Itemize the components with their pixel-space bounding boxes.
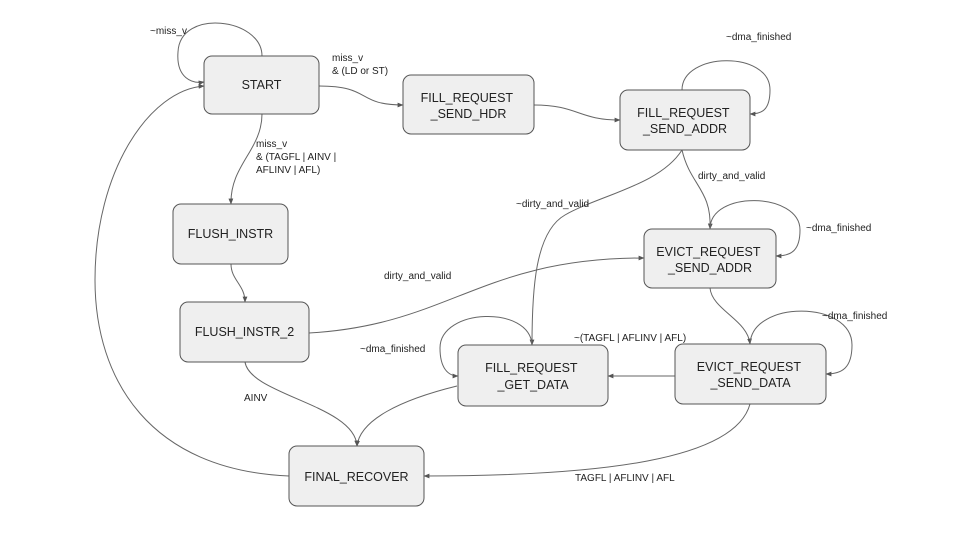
state-evict-request-send-addr: EVICT_REQUEST _SEND_ADDR bbox=[643, 228, 777, 289]
state-evict-request-send-addr-label: EVICT_REQUEST _SEND_ADDR bbox=[656, 245, 763, 275]
edge-flush-instr-to-flush-instr-2 bbox=[230, 263, 248, 303]
edge-start-to-fill-request-send-hdr: miss_v & (LD or ST) bbox=[318, 53, 404, 108]
state-fill-request-get-data-label: FILL_REQUEST _GET_DATA bbox=[485, 361, 581, 392]
edge-evict-data-to-final-recover: TAGFL | AFLINV | AFL bbox=[423, 403, 751, 484]
edge-final-recover-to-start bbox=[94, 84, 290, 477]
state-flush-instr-2-label: FLUSH_INSTR_2 bbox=[195, 325, 294, 339]
label-evict-addr-self: ~dma_finished bbox=[806, 223, 871, 234]
edge-get-data-self: ~dma_finished bbox=[360, 316, 533, 379]
state-fill-request-send-addr-label: FILL_REQUEST _SEND_ADDR bbox=[637, 106, 733, 136]
state-flush-instr: FLUSH_INSTR bbox=[172, 203, 289, 265]
state-fill-request-send-hdr: FILL_REQUEST _SEND_HDR bbox=[402, 74, 535, 135]
label-start-self: ~miss_v bbox=[150, 26, 187, 37]
edge-fill-addr-to-get-data: ~dirty_and_valid bbox=[516, 149, 683, 346]
state-fill-request-get-data: FILL_REQUEST _GET_DATA bbox=[457, 344, 609, 407]
state-start-label: START bbox=[242, 78, 282, 92]
label-get-data-self: ~dma_finished bbox=[360, 344, 425, 355]
edge-evict-addr-to-evict-data bbox=[709, 287, 752, 345]
state-evict-request-send-data: EVICT_REQUEST _SEND_DATA bbox=[674, 343, 827, 405]
label-fill-addr-self: ~dma_finished bbox=[726, 32, 791, 43]
edge-start-self: ~miss_v bbox=[150, 22, 263, 86]
edge-fill-addr-self: ~dma_finished bbox=[681, 32, 791, 117]
label-flush2-to-final: AINV bbox=[244, 393, 268, 404]
label-fill-addr-to-evict-addr: dirty_and_valid bbox=[698, 171, 765, 182]
state-fill-request-send-hdr-label: FILL_REQUEST _SEND_HDR bbox=[421, 91, 517, 121]
edge-get-data-to-final-recover bbox=[355, 385, 458, 447]
label-flush2-to-evict-addr: dirty_and_valid bbox=[384, 271, 451, 282]
edge-evict-addr-self: ~dma_finished bbox=[709, 200, 871, 259]
label-start-to-flush: miss_v & (TAGFL | AINV | AFLINV | AFL) bbox=[256, 139, 339, 176]
label-evict-data-to-get-data: ~(TAGFL | AFLINV | AFL) bbox=[574, 333, 686, 344]
state-start: START bbox=[203, 55, 320, 115]
state-flush-instr-label: FLUSH_INSTR bbox=[188, 227, 273, 241]
edge-flush2-to-evict-addr: dirty_and_valid bbox=[308, 255, 645, 334]
edge-evict-data-self: ~dma_finished bbox=[749, 310, 887, 377]
edge-flush2-to-final-recover: AINV bbox=[244, 361, 360, 447]
edge-start-to-flush-instr: miss_v & (TAGFL | AINV | AFLINV | AFL) bbox=[228, 113, 339, 205]
state-final-recover: FINAL_RECOVER bbox=[288, 445, 425, 507]
label-start-to-fill-hdr: miss_v & (LD or ST) bbox=[332, 53, 388, 77]
edge-evict-data-to-get-data: ~(TAGFL | AFLINV | AFL) bbox=[574, 333, 686, 379]
state-flush-instr-2: FLUSH_INSTR_2 bbox=[179, 301, 310, 363]
edge-fill-hdr-to-fill-addr bbox=[533, 104, 621, 123]
state-final-recover-label: FINAL_RECOVER bbox=[304, 470, 408, 484]
label-evict-data-self: ~dma_finished bbox=[822, 311, 887, 322]
label-evict-data-to-final: TAGFL | AFLINV | AFL bbox=[575, 473, 675, 484]
edge-fill-addr-to-evict-addr: dirty_and_valid bbox=[681, 149, 765, 230]
state-fill-request-send-addr: FILL_REQUEST _SEND_ADDR bbox=[619, 89, 751, 151]
state-evict-request-send-data-label: EVICT_REQUEST _SEND_DATA bbox=[697, 360, 804, 390]
label-fill-addr-to-get-data: ~dirty_and_valid bbox=[516, 199, 589, 210]
